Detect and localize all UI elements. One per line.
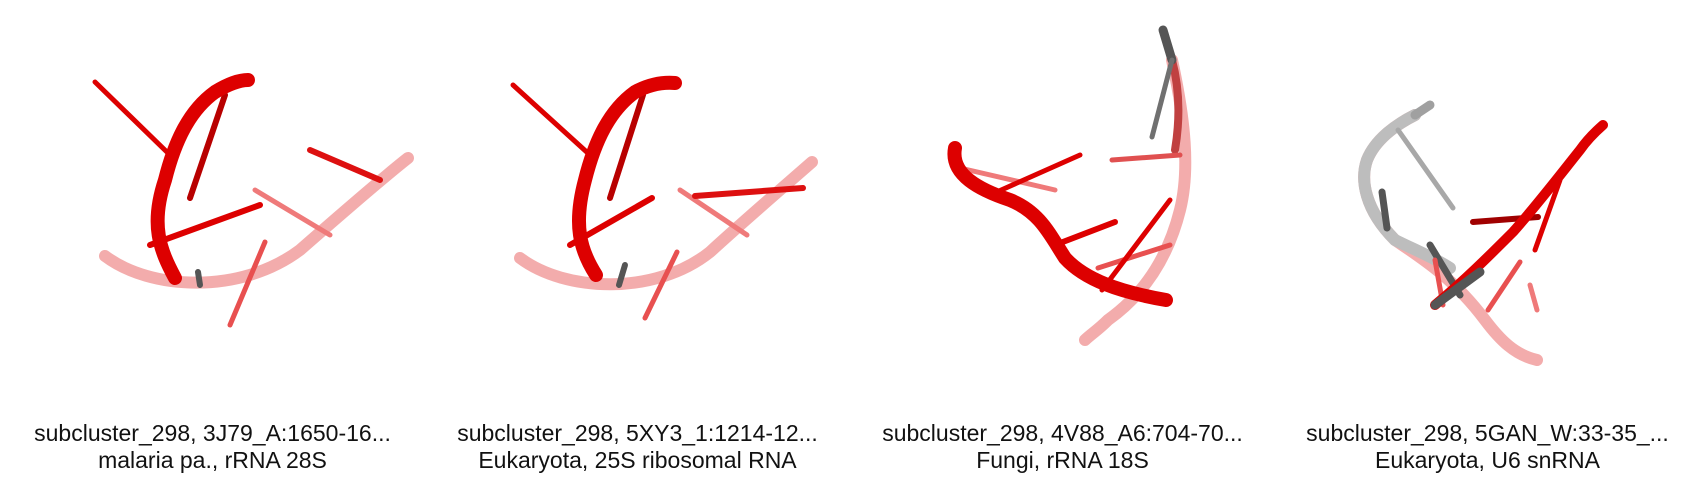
caption-id-line: subcluster_298, 4V88_A6:704-70... bbox=[882, 420, 1243, 446]
structure-panel-2: subcluster_298, 5XY3_1:1214-12... Eukary… bbox=[425, 0, 850, 480]
caption-id-line: subcluster_298, 5XY3_1:1214-12... bbox=[457, 420, 818, 446]
rna-structure-5gan bbox=[1358, 100, 1608, 366]
caption-1: subcluster_298, 3J79_A:1650-16... malari… bbox=[0, 420, 425, 474]
structure-panel-4: subcluster_298, 5GAN_W:33-35_... Eukaryo… bbox=[1275, 0, 1700, 480]
rna-structure-3j79 bbox=[92, 73, 414, 328]
structure-panel-3: subcluster_298, 4V88_A6:704-70... Fungi,… bbox=[850, 0, 1275, 480]
caption-organism-line: Eukaryota, U6 snRNA bbox=[1375, 447, 1600, 473]
caption-id-line: subcluster_298, 5GAN_W:33-35_... bbox=[1306, 420, 1669, 446]
caption-3: subcluster_298, 4V88_A6:704-70... Fungi,… bbox=[850, 420, 1275, 474]
caption-id-line: subcluster_298, 3J79_A:1650-16... bbox=[34, 420, 391, 446]
caption-2: subcluster_298, 5XY3_1:1214-12... Eukary… bbox=[425, 420, 850, 474]
caption-4: subcluster_298, 5GAN_W:33-35_... Eukaryo… bbox=[1275, 420, 1700, 474]
caption-organism-line: Fungi, rRNA 18S bbox=[976, 447, 1149, 473]
rna-structure-5xy3 bbox=[510, 75, 818, 321]
caption-organism-line: Eukaryota, 25S ribosomal RNA bbox=[478, 447, 797, 473]
caption-organism-line: malaria pa., rRNA 28S bbox=[98, 447, 327, 473]
rna-structure-4v88 bbox=[947, 25, 1192, 346]
structure-panel-1: subcluster_298, 3J79_A:1650-16... malari… bbox=[0, 0, 425, 480]
